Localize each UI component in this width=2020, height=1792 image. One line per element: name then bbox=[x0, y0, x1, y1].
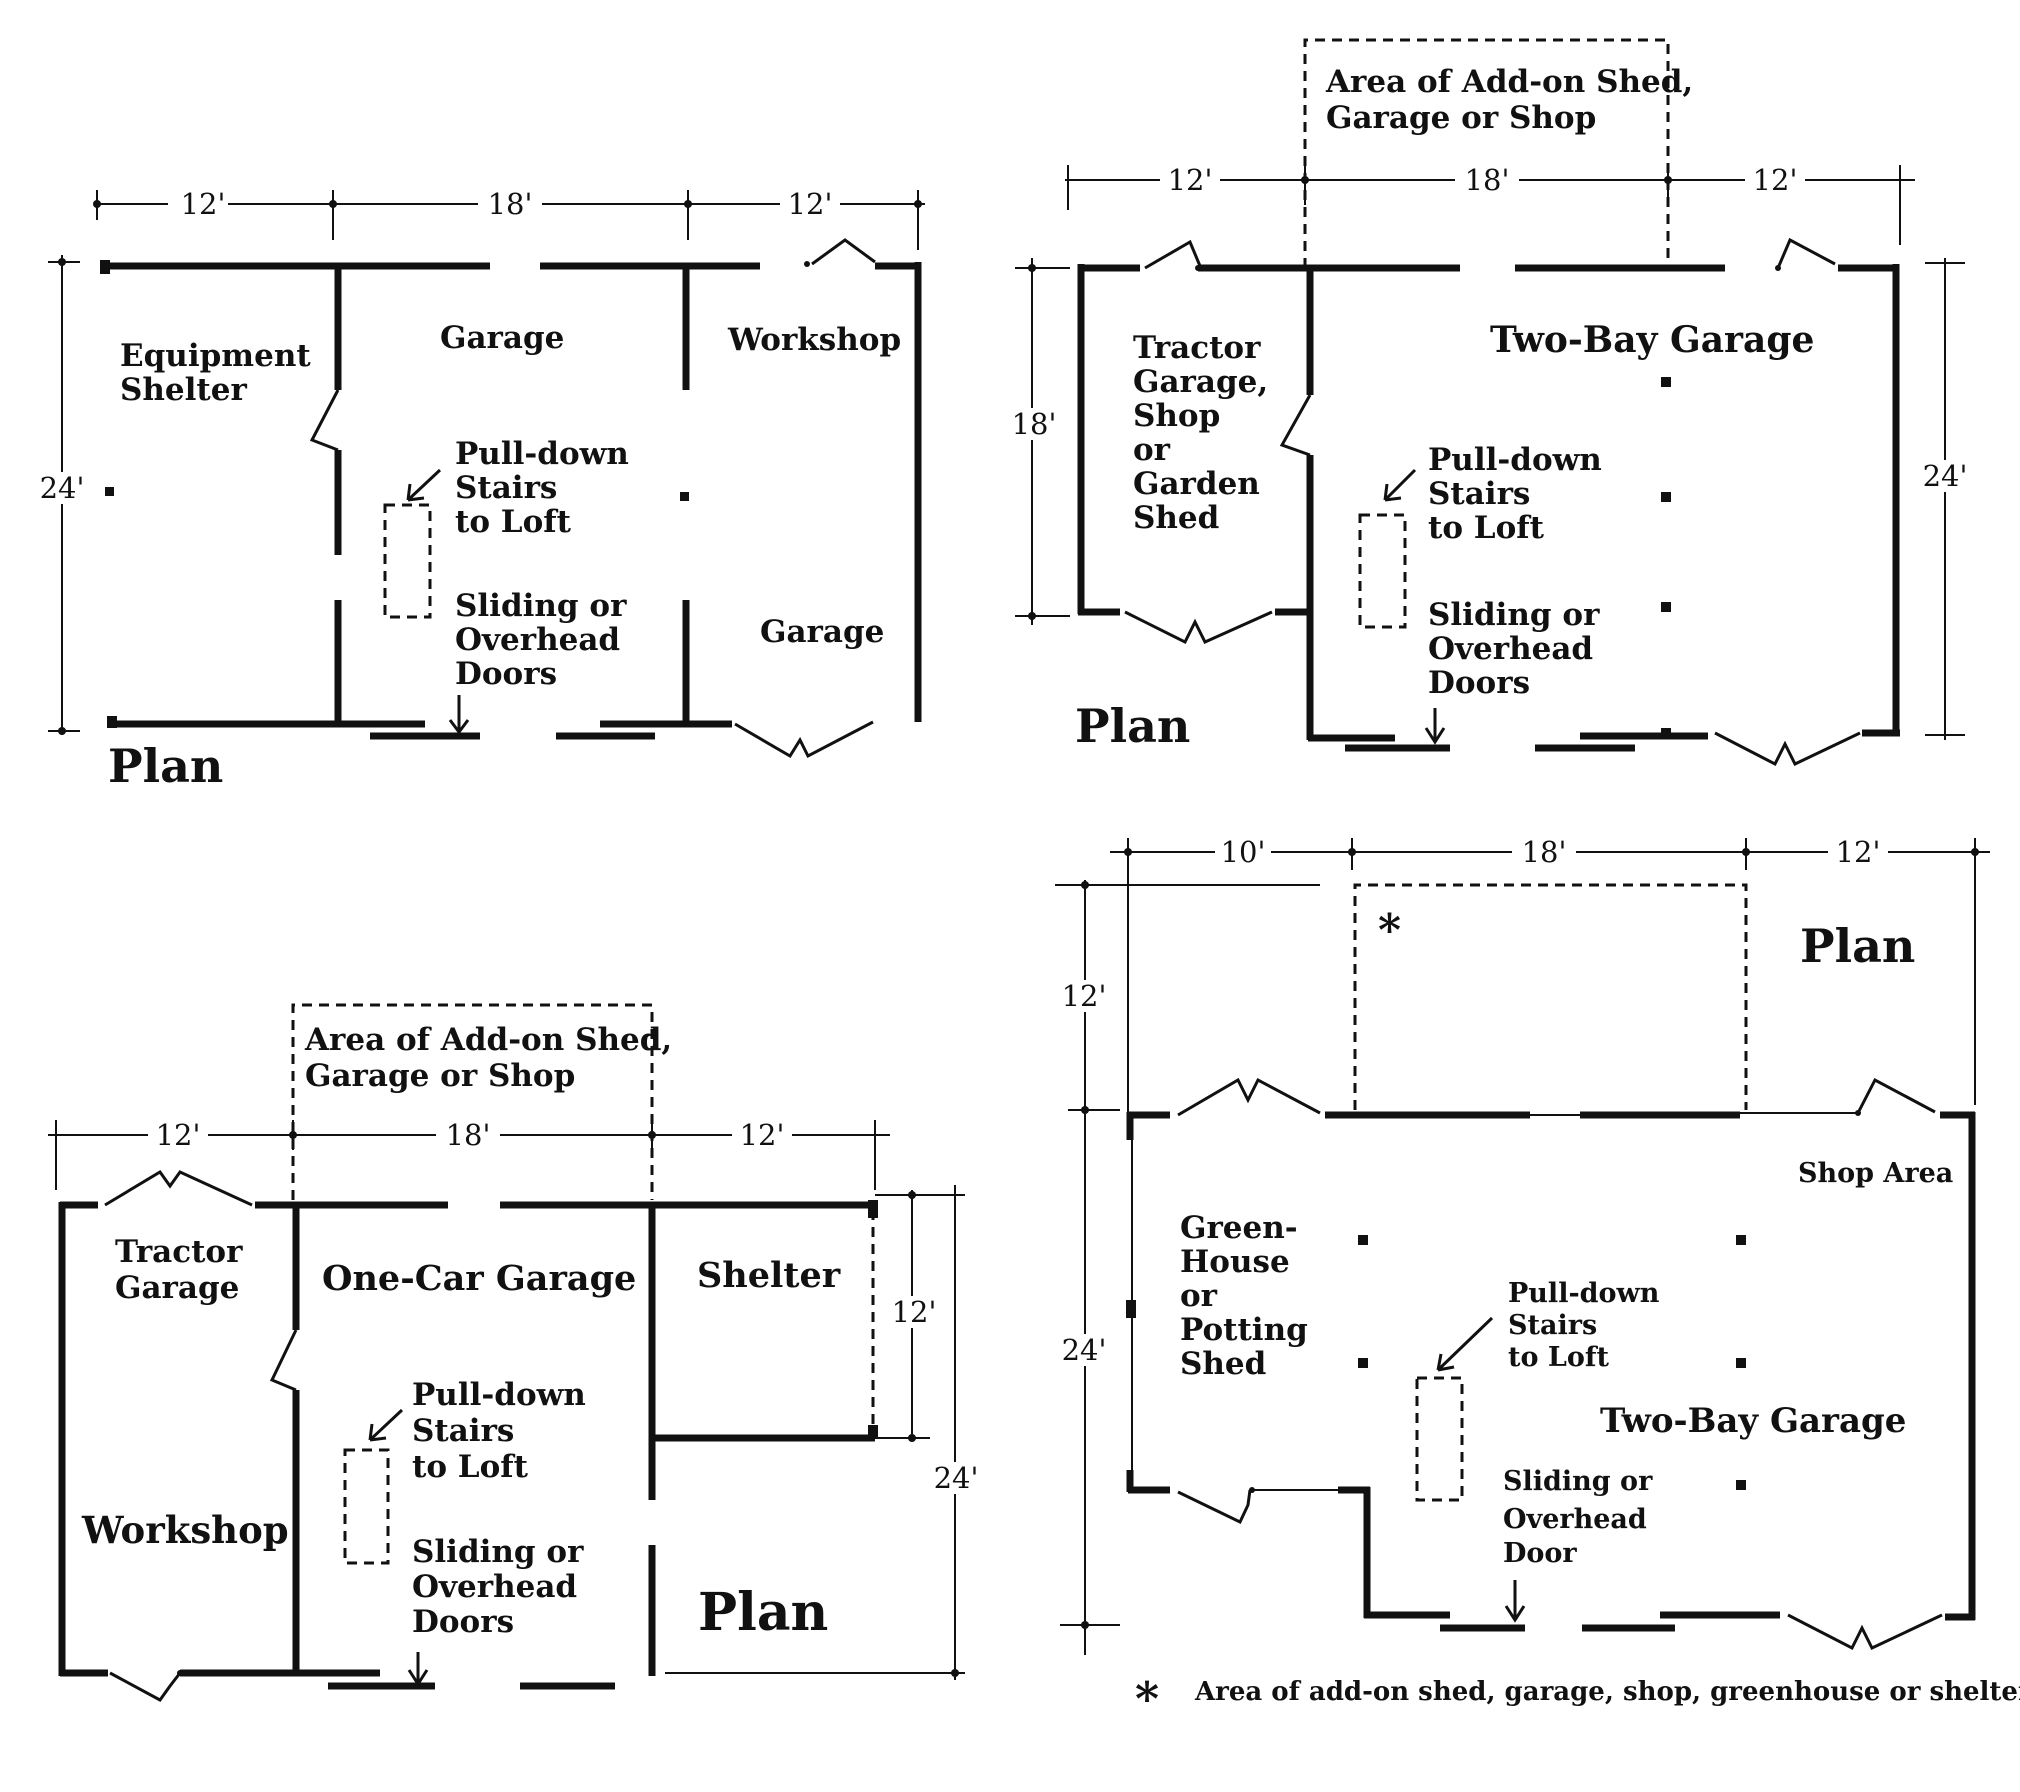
plan-4-dim-a: 10' bbox=[1221, 835, 1266, 869]
plan-3-stairs-label: Pull-down Stairs to Loft bbox=[412, 1377, 597, 1485]
plan-1-inner-door bbox=[309, 389, 340, 452]
plan-1-doors-arrow bbox=[448, 695, 470, 735]
plan-2-walls bbox=[1077, 264, 1900, 752]
plan-2-doors-arrow bbox=[1424, 708, 1446, 745]
plan-1-stairs-arrow bbox=[406, 468, 442, 502]
plan-4-footnote-mark: * bbox=[1135, 1672, 1159, 1726]
plan-2-left-double-door bbox=[1124, 610, 1273, 645]
plan-1-stairs-outline bbox=[383, 503, 432, 619]
plan-1-double-door bbox=[734, 720, 874, 759]
plan-2-dim-a: 12' bbox=[1168, 163, 1213, 197]
plan-2-title: Plan bbox=[1075, 699, 1190, 753]
plan-4-top-swing-door bbox=[1856, 1077, 1936, 1114]
plan-2: Area of Add-on Shed, Garage or Shop 12' … bbox=[1010, 38, 1970, 767]
plan-3-dim-shelter-depth: 12' bbox=[892, 1295, 937, 1329]
plan-3-walls bbox=[58, 1200, 878, 1690]
plan-2-stairs-arrow bbox=[1383, 468, 1417, 502]
plan-1-room-right-top: Workshop bbox=[727, 322, 901, 358]
plan-2-left-swing-door bbox=[1144, 239, 1202, 270]
plan-3-room-right: Shelter bbox=[697, 1255, 841, 1296]
plan-3-stairs-outline bbox=[343, 1448, 390, 1565]
plan-4-dim-b: 18' bbox=[1522, 835, 1567, 869]
plan-4-title: Plan bbox=[1800, 919, 1915, 973]
plan-3-room-left-top: Tractor Garage bbox=[115, 1234, 253, 1306]
plan-3-doors-label: Sliding or Overhead Doors bbox=[412, 1534, 594, 1640]
plan-4-asterisk: * bbox=[1378, 905, 1401, 956]
plan-1-doors-label: Sliding or Overhead Doors bbox=[455, 588, 637, 692]
plan-1: 12' 18' 12' 24' bbox=[36, 187, 925, 793]
plan-3-room-center: One-Car Garage bbox=[322, 1258, 636, 1299]
plan-1-walls bbox=[100, 260, 922, 740]
plan-4-room-main: Two-Bay Garage bbox=[1600, 1401, 1906, 1441]
plan-2-addon-label: Area of Add-on Shed, Garage or Shop bbox=[1325, 64, 1704, 136]
plan-4-top-double-door bbox=[1177, 1077, 1321, 1117]
plan-1-room-center: Garage bbox=[440, 320, 564, 356]
plan-1-room-right-bottom: Garage bbox=[760, 614, 884, 650]
plan-2-dim-c: 12' bbox=[1753, 163, 1798, 197]
plan-4-dim-depth: 24' bbox=[1062, 1333, 1107, 1367]
plan-2-dim-depth: 24' bbox=[1923, 459, 1968, 493]
plan-4: 10' 18' 12' 12' 24' * Plan bbox=[1055, 835, 2020, 1726]
plan-2-room-main: Two-Bay Garage bbox=[1490, 319, 1814, 361]
plan-3-dim-b: 18' bbox=[446, 1118, 491, 1152]
plan-4-walls bbox=[1126, 1111, 1976, 1632]
plan-1-stairs-label: Pull-down Stairs to Loft bbox=[455, 436, 640, 540]
plan-4-dim-c: 12' bbox=[1836, 835, 1881, 869]
plan-3-doors-arrow bbox=[407, 1652, 429, 1687]
plan-3-dim-c: 12' bbox=[740, 1118, 785, 1152]
plan-4-room-shop: Shop Area bbox=[1798, 1158, 1953, 1189]
plan-4-left-door bbox=[1177, 1489, 1252, 1525]
plan-4-doors-label: Sliding or Overhead Door bbox=[1503, 1466, 1662, 1569]
plan-1-room-left: Equipment Shelter bbox=[120, 338, 321, 408]
plan-1-dim-a: 12' bbox=[181, 187, 226, 221]
plan-2-doors-label: Sliding or Overhead Doors bbox=[1428, 597, 1610, 701]
plan-3: Area of Add-on Shed, Garage or Shop 12' … bbox=[48, 1003, 982, 1702]
plan-2-inner-door bbox=[1279, 394, 1312, 457]
plan-4-footnote: Area of add-on shed, garage, shop, green… bbox=[1194, 1677, 2020, 1707]
plan-1-dim-depth: 24' bbox=[40, 471, 85, 505]
plan-2-dim-b: 18' bbox=[1465, 163, 1510, 197]
plan-3-inner-door bbox=[269, 1329, 298, 1392]
plan-3-bottom-door bbox=[109, 1671, 182, 1702]
plan-3-dim-a: 12' bbox=[156, 1118, 201, 1152]
plan-1-swing-door bbox=[811, 238, 876, 266]
plan-1-dim-c: 12' bbox=[788, 187, 833, 221]
plan-3-top-double-door bbox=[104, 1170, 253, 1207]
plan-4-door-arrow bbox=[1504, 1580, 1526, 1623]
plan-3-addon-label: Area of Add-on Shed, Garage or Shop bbox=[304, 1022, 683, 1094]
plan-4-stairs-outline bbox=[1415, 1376, 1464, 1502]
plan-3-room-left-bottom: Workshop bbox=[81, 1508, 289, 1552]
plan-4-dim-addon-depth: 12' bbox=[1062, 979, 1107, 1013]
plan-2-right-double-door bbox=[1714, 731, 1861, 767]
plan-2-stairs-outline bbox=[1358, 513, 1407, 629]
plan-4-stairs-arrow bbox=[1436, 1316, 1494, 1372]
plan-4-room-left: Green- House or Potting Shed bbox=[1180, 1210, 1319, 1382]
plan-4-addon-area bbox=[1353, 883, 1748, 1110]
plan-3-addon-area bbox=[291, 1003, 654, 1200]
plan-4-stairs-label: Pull-down Stairs to Loft bbox=[1508, 1278, 1669, 1373]
plan-2-right-swing-door bbox=[1776, 237, 1836, 269]
plan-3-title: Plan bbox=[698, 1582, 828, 1643]
plan-2-stairs-label: Pull-down Stairs to Loft bbox=[1428, 442, 1613, 546]
plan-1-dim-b: 18' bbox=[488, 187, 533, 221]
plan-1-title: Plan bbox=[108, 739, 223, 793]
plan-4-double-door bbox=[1787, 1613, 1943, 1651]
plan-2-dim-left-depth: 18' bbox=[1012, 407, 1057, 441]
plan-3-dim-depth: 24' bbox=[934, 1461, 979, 1495]
plan-3-stairs-arrow bbox=[368, 1408, 404, 1442]
plan-2-addon-area bbox=[1303, 38, 1670, 268]
plan-2-room-left: Tractor Garage, Shop or Garden Shed bbox=[1133, 330, 1279, 536]
